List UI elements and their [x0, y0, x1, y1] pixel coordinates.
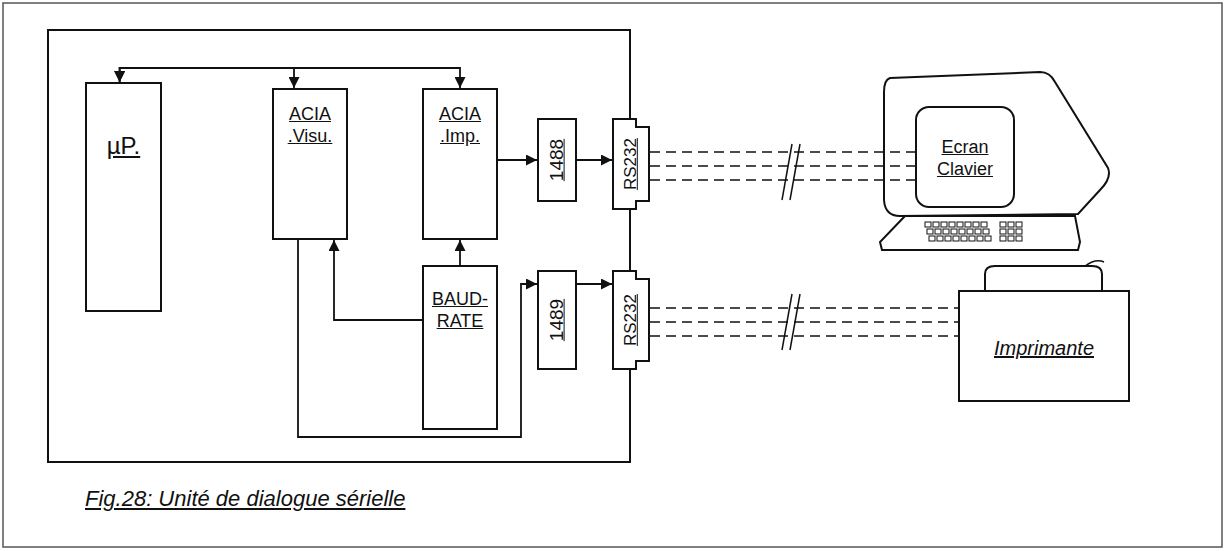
keyboard-keys	[925, 222, 1022, 241]
outer-frame	[3, 3, 1222, 547]
signal-connector	[334, 240, 422, 320]
node-label: µP.	[107, 132, 140, 161]
rs232-connector: RS232	[612, 118, 650, 210]
serial-cable	[650, 308, 958, 336]
serial-cable	[650, 152, 915, 180]
keyboard-base	[880, 216, 1080, 250]
signal-connector	[459, 240, 461, 265]
figure-caption: Fig.28: Unité de dialogue sérielle	[85, 486, 405, 512]
node-label: RS232	[621, 138, 641, 190]
line-driver-chip: 1488	[537, 118, 577, 202]
signal-connector	[577, 283, 612, 285]
node-label: BAUD-RATE	[428, 289, 492, 332]
baud-rate-generator: BAUD-RATE	[422, 265, 498, 430]
signal-connector	[120, 68, 460, 88]
node-label: 1488	[546, 139, 569, 181]
line-break-marks	[782, 144, 800, 350]
signal-connector	[577, 159, 612, 161]
node-label: Ecran Clavier	[921, 137, 1009, 180]
node-label: RS232	[621, 294, 641, 346]
acia-box: ACIA .Visu.	[272, 88, 348, 240]
printer-body: Imprimante	[958, 290, 1130, 402]
terminal-screen: Ecran Clavier	[915, 106, 1015, 208]
node-label: ACIA .Visu.	[278, 104, 342, 147]
line-receiver-chip: 1489	[537, 270, 577, 370]
node-label: Imprimante	[994, 336, 1094, 360]
signal-connector	[298, 240, 537, 437]
terminal-casing	[884, 72, 1109, 216]
printer-paper-roll	[985, 266, 1102, 290]
printer-paper-curl	[1085, 261, 1104, 266]
acia-box: ACIA .Imp.	[422, 88, 498, 240]
microprocessor-box: µP.	[85, 82, 162, 312]
signal-connector	[498, 159, 537, 161]
node-label: ACIA .Imp.	[428, 104, 492, 147]
node-label: 1489	[546, 299, 569, 341]
rs232-connector: RS232	[612, 270, 650, 370]
board-outline	[48, 30, 630, 462]
